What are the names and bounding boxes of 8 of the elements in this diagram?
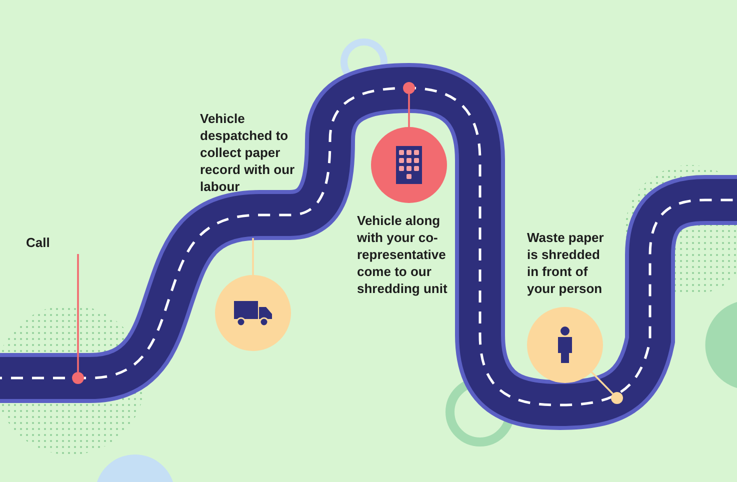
step-label: Call (26, 234, 51, 252)
leader-line (77, 254, 79, 372)
leader-line (590, 372, 614, 394)
step-description: Vehicle despatched to collect paper record with our labour (200, 110, 296, 195)
leader-line (252, 238, 254, 275)
step-description: Waste paper is shredded in front of your person (527, 229, 605, 297)
leader-line (408, 94, 410, 127)
step-description: Vehicle along with your co-representative come to our shredding unit (357, 212, 448, 297)
